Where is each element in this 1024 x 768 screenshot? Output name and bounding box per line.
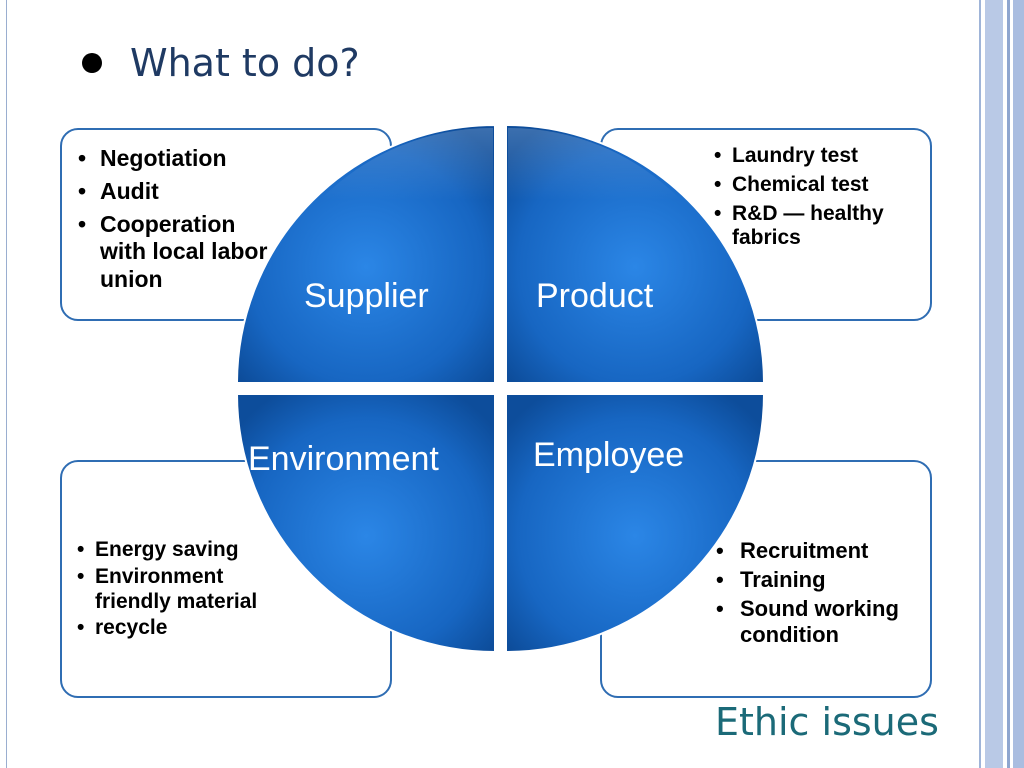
list-item: R&D — healthy fabrics [714, 202, 922, 252]
list-item: Cooperation with local labor union [78, 211, 280, 292]
list-item: Energy saving [77, 538, 285, 563]
quadrant-highlight [320, 127, 493, 200]
environment-list: Energy saving Environment friendly mater… [77, 538, 285, 643]
supplier-list: Negotiation Audit Cooperation with local… [78, 145, 280, 299]
title-row: What to do? [82, 38, 360, 88]
left-border-line [6, 0, 7, 768]
list-item: Laundry test [714, 144, 922, 169]
list-item: Environment friendly material [77, 565, 285, 615]
list-item: Recruitment [716, 538, 920, 564]
list-item: Sound working condition [716, 596, 920, 648]
supplier-box: Negotiation Audit Cooperation with local… [60, 128, 392, 321]
list-item: recycle [77, 616, 285, 641]
product-label: Product [536, 277, 654, 315]
employee-label: Employee [533, 436, 685, 474]
title-bullet-icon [82, 53, 102, 73]
environment-label: Environment [248, 440, 439, 478]
product-list: Laundry test Chemical test R&D — healthy… [714, 144, 922, 255]
page-title: What to do? [130, 41, 360, 85]
footer-caption: Ethic issues [715, 700, 939, 744]
quadrant-employee [505, 393, 766, 654]
right-border-stripes [973, 0, 1024, 768]
quadrant-highlight [508, 127, 681, 200]
list-item: Training [716, 567, 920, 593]
list-item: Negotiation [78, 145, 280, 172]
supplier-label: Supplier [304, 277, 429, 315]
list-item: Audit [78, 178, 280, 205]
list-item: Chemical test [714, 173, 922, 198]
quadrant-environment [235, 393, 496, 654]
employee-list: Recruitment Training Sound working condi… [716, 538, 920, 651]
